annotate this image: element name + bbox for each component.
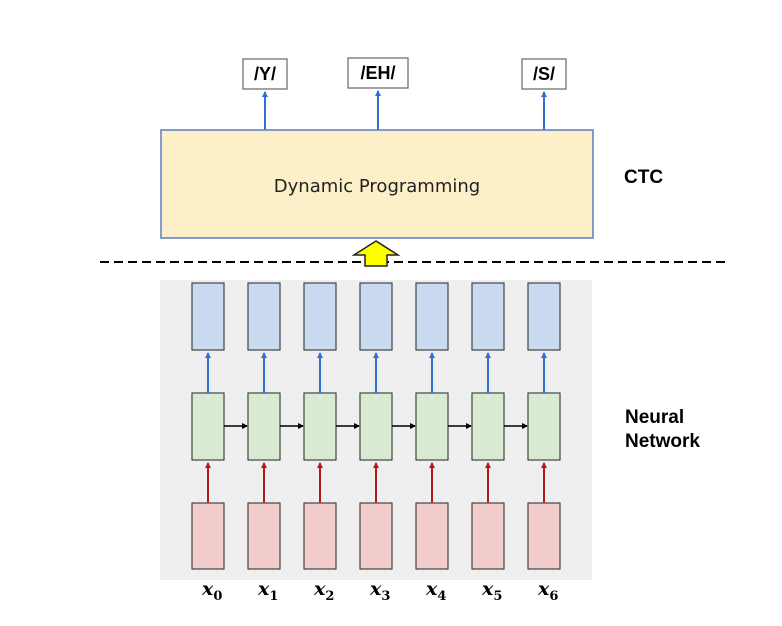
input-label-subscript: 5 [493, 589, 502, 604]
input-label-base: x [257, 578, 270, 600]
rnn-unrolled-cells [191, 282, 561, 570]
input-label-subscript: 0 [213, 589, 222, 604]
output-box-s [521, 58, 567, 90]
output-cell [471, 282, 505, 351]
input-label-subscript: 2 [325, 589, 334, 604]
input-cell [303, 502, 337, 570]
input-cell [359, 502, 393, 570]
up-arrow-icon [351, 240, 401, 267]
input-label: x6 [537, 578, 558, 604]
neural-network-label: Neural Network [625, 407, 700, 452]
input-label: x3 [369, 578, 390, 604]
dynamic-programming-box [160, 129, 594, 239]
input-label-subscript: 4 [437, 589, 446, 604]
output-cell [247, 282, 281, 351]
input-label-subscript: 6 [549, 589, 558, 604]
input-label-base: x [537, 578, 550, 600]
input-cell [191, 502, 225, 570]
input-label-base: x [201, 578, 214, 600]
output-text-eh: /EH/ [360, 63, 395, 83]
output-labels: /Y/ /EH/ /S/ [242, 57, 567, 90]
ctc-label: CTC [624, 167, 663, 188]
input-label: x1 [257, 578, 278, 604]
hidden-cell [303, 392, 337, 461]
output-cell [359, 282, 393, 351]
input-label: x4 [425, 578, 446, 604]
input-cell [527, 502, 561, 570]
input-label: x5 [481, 578, 502, 604]
neural-network-label-line2: Network [625, 431, 700, 452]
hidden-cell [191, 392, 225, 461]
output-text-s: /S/ [533, 64, 555, 84]
hidden-cell [471, 392, 505, 461]
input-label-base: x [425, 578, 438, 600]
hidden-cell [415, 392, 449, 461]
input-cell [247, 502, 281, 570]
hidden-cell [359, 392, 393, 461]
input-label-subscript: 1 [269, 589, 278, 604]
hidden-cell [247, 392, 281, 461]
neural-network-label-line1: Neural [625, 407, 684, 428]
output-text-y: /Y/ [254, 64, 276, 84]
dynamic-programming-label: Dynamic Programming [274, 176, 480, 197]
input-label: x0 [201, 578, 222, 604]
input-label-base: x [313, 578, 326, 600]
input-cell [471, 502, 505, 570]
output-cell [527, 282, 561, 351]
hidden-cell [527, 392, 561, 461]
input-label: x2 [313, 578, 334, 604]
input-cell [415, 502, 449, 570]
input-label-base: x [369, 578, 382, 600]
output-box-eh [347, 57, 409, 89]
output-cell [415, 282, 449, 351]
input-label-subscript: 3 [381, 589, 390, 604]
output-cell [191, 282, 225, 351]
input-label-base: x [481, 578, 494, 600]
output-cell [303, 282, 337, 351]
output-box-y [242, 58, 288, 90]
